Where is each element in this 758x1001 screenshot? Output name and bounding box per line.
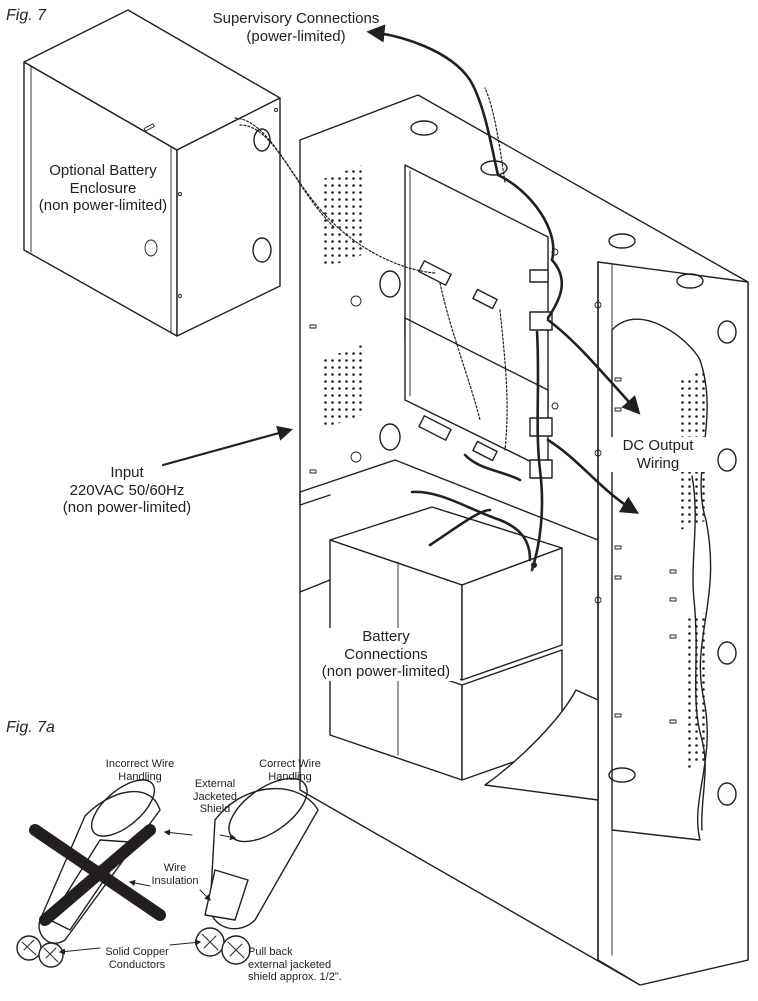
fig7a-label: Fig. 7a	[6, 719, 55, 736]
conductors-line1: Solid Copper	[105, 946, 169, 958]
external-shield-label: External Jacketed Shield	[180, 778, 250, 816]
conductors-label: Solid Copper Conductors	[92, 946, 182, 971]
battery-enclosure-label: Optional Battery Enclosure (non power-li…	[32, 162, 174, 215]
correct-line2: Handling	[268, 770, 312, 783]
insulation-line2: Insulation	[151, 874, 199, 887]
dc-output-line2: Wiring	[636, 454, 680, 472]
conductors-line2: Conductors	[108, 958, 166, 971]
battery-connections-line1: Battery	[362, 628, 410, 645]
input-line3: (non power-limited)	[62, 499, 192, 517]
supervisory-line1: Supervisory Connections	[212, 10, 380, 27]
input-line1: Input	[110, 464, 144, 481]
external-shield-line3: Shield	[199, 803, 231, 816]
insulation-line1: Wire	[163, 862, 187, 874]
battery-connections-line3: (non power-limited)	[321, 663, 451, 681]
external-shield-line1: External	[194, 778, 236, 790]
fig7a-drawing	[16, 777, 319, 968]
supervisory-label: Supervisory Connections (power-limited)	[196, 10, 396, 45]
input-line2: 220VAC 50/60Hz	[69, 481, 185, 499]
battery-connections-line2: Connections	[344, 645, 428, 663]
dc-output-label: DC Output Wiring	[608, 437, 708, 473]
insulation-label: Wire Insulation	[140, 862, 210, 887]
wiring-paths	[161, 24, 706, 831]
pull-back-line3: shield approx. 1/2".	[248, 971, 342, 984]
battery-enclosure-line2: Enclosure	[69, 179, 137, 197]
supervisory-line2: (power-limited)	[246, 27, 346, 45]
pull-back-line2: external jacketed	[248, 958, 332, 971]
pull-back-line1: Pull back	[248, 946, 293, 958]
external-shield-line2: Jacketed	[192, 790, 238, 803]
battery-connections-label: Battery Connections (non power-limited)	[312, 628, 460, 682]
incorrect-handling-label: Incorrect Wire Handling	[90, 758, 190, 783]
correct-line1: Correct Wire	[259, 758, 321, 770]
battery-enclosure-line1: Optional Battery	[49, 162, 157, 179]
battery-enclosure-line3: (non power-limited)	[38, 197, 168, 215]
incorrect-line1: Incorrect Wire	[105, 758, 175, 770]
correct-handling-label: Correct Wire Handling	[240, 758, 340, 783]
input-label: Input 220VAC 50/60Hz (non power-limited)	[52, 464, 202, 517]
incorrect-line2: Handling	[118, 770, 162, 783]
battery-enclosure-drawing	[23, 9, 281, 337]
pull-back-label: Pull back external jacketed shield appro…	[248, 946, 358, 984]
fig7-label: Fig. 7	[6, 7, 47, 24]
dc-output-line1: DC Output	[622, 437, 694, 454]
